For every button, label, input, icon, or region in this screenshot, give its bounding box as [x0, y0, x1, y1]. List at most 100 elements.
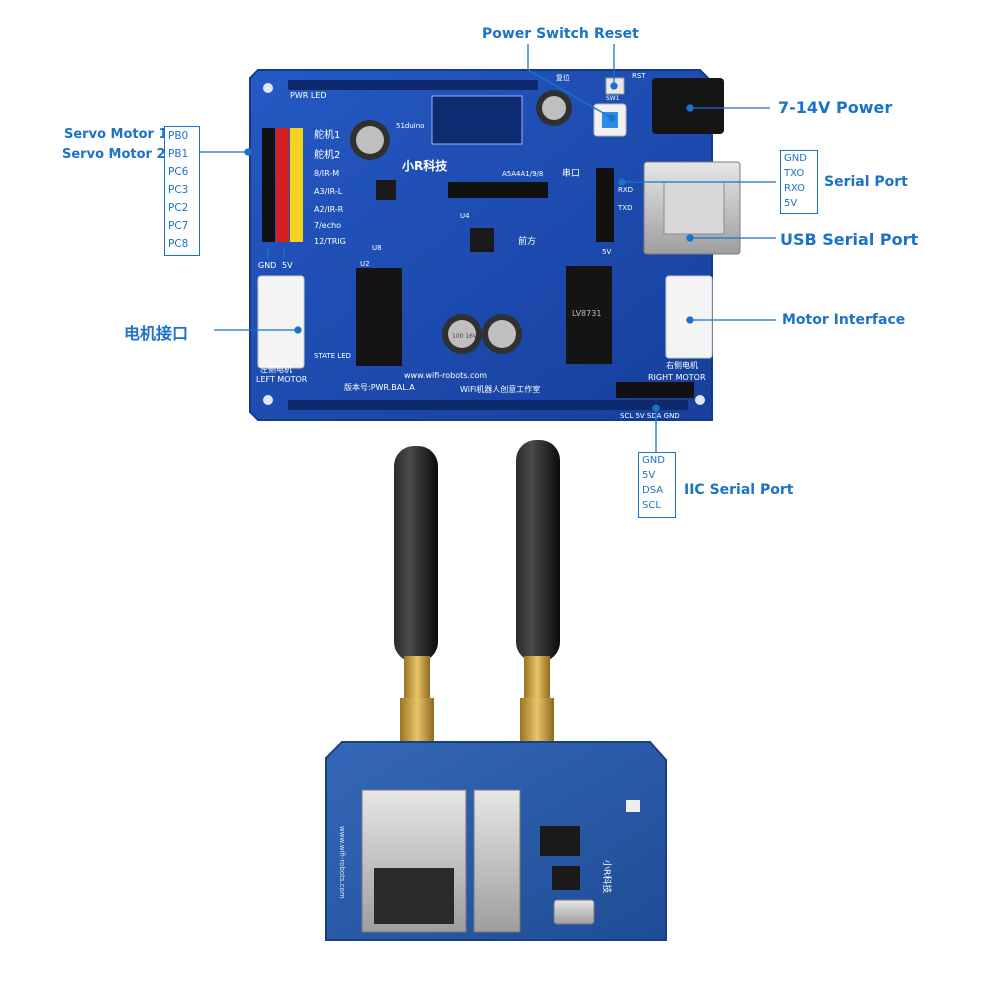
motor-driver-chip-left [356, 268, 402, 366]
silk-reset-cn: 复位 [556, 73, 570, 82]
silk-servo2: 舵机2 [314, 148, 340, 161]
silk-pwr-led: PWR LED [290, 91, 327, 100]
iic-pin: GND [642, 455, 665, 466]
dot-power [686, 104, 694, 112]
router-chip [540, 826, 580, 856]
silk-left-motor-cn: 左侧电机 [260, 364, 292, 374]
silk-5v-serial: 5V [602, 248, 611, 256]
silk-pin-row: A2/IR-R [314, 205, 344, 214]
capacitor-3 [442, 314, 482, 354]
label-power-switch: Power Switch [482, 26, 589, 42]
servo-pin: PC8 [168, 238, 189, 250]
inductor [376, 180, 396, 200]
left-motor-connector [257, 275, 305, 369]
capacitor-4 [482, 314, 522, 354]
silk-iic: SCL 5V SDA GND [620, 412, 680, 420]
iic-pin: DSA [642, 485, 664, 496]
antenna-left [394, 446, 438, 744]
silk-rst: RST [632, 72, 646, 80]
bottom-header-strip [288, 400, 688, 410]
silk-sw1: SW1 [606, 95, 620, 102]
serial-header [596, 168, 614, 242]
silk-u4: U4 [460, 212, 470, 220]
silk-version: 版本号:PWR.BAL.A [344, 382, 415, 392]
silk-pin-row: 12/TRIG [314, 237, 346, 246]
iic-pin: 5V [642, 470, 656, 481]
serial-pin: RXO [784, 183, 806, 194]
silk-serial-cn: 串口 [562, 168, 580, 179]
servo-pin: PC7 [168, 220, 189, 232]
servo-pin: PB1 [168, 148, 189, 160]
silk-brand: 小R科技 [402, 158, 448, 173]
silk-gnd: GND [258, 261, 276, 270]
wifi-router-module: 小R科技 www.wifi-robots.com [325, 440, 667, 941]
iic-header [616, 382, 694, 398]
serial-pin: TXO [784, 168, 805, 179]
silk-pin-row: 7/echo [314, 221, 341, 230]
label-servo-motor-2: Servo Motor 2 [62, 147, 166, 162]
dot-reset [610, 82, 618, 90]
silk-u2: U2 [360, 260, 370, 268]
router-usb-port [473, 789, 521, 933]
servo-pin: PC3 [168, 184, 189, 196]
silk-chip-label: LV8731 [572, 309, 601, 318]
silk-cap-label: 100 16V [452, 333, 478, 340]
iic-pin-list: GND 5V DSA SCL [638, 452, 676, 518]
router-button [626, 800, 640, 812]
dot-usb [686, 234, 694, 242]
label-power: 7-14V Power [778, 98, 893, 117]
servo-pin-grid [431, 95, 523, 145]
dot-motor-connector [294, 326, 302, 334]
label-motor-interface: Motor Interface [782, 312, 906, 328]
dot-serial [618, 178, 626, 186]
dot-power-switch [608, 114, 616, 122]
silk-servo1: 舵机1 [314, 128, 340, 141]
top-header-strip [288, 80, 538, 90]
label-iic-serial-port: IIC Serial Port [684, 482, 794, 498]
silk-pin-row: A3/IR-L [314, 187, 343, 196]
silk-forward: 前方 [518, 235, 536, 247]
serial-pin-list: GND TXO RXO 5V [780, 150, 818, 214]
silk-right-motor-cn: 右侧电机 [666, 360, 698, 370]
servo-pin: PB0 [168, 130, 189, 142]
leader-power-switch-2 [527, 69, 613, 119]
label-servo-motor-1: Servo Motor 1 [64, 127, 168, 142]
analog-header [448, 182, 548, 198]
dot-iic [652, 404, 660, 412]
silk-txd: TXD [617, 204, 632, 212]
silk-5v: 5V [282, 261, 293, 270]
silk-website: www.wifi-robots.com [404, 371, 487, 380]
servo-pin-list: PB0 PB1 PC6 PC3 PC2 PC7 PC8 [164, 126, 200, 256]
servo-header [262, 128, 303, 242]
mcu-chip [470, 228, 494, 252]
servo-pin: PC6 [168, 166, 189, 178]
router-side-text: www.wifi-robots.com [338, 826, 346, 899]
silk-state-led: STATE LED [314, 352, 351, 360]
callout-lines [200, 44, 776, 452]
mount-hole [263, 395, 273, 405]
iic-pin: SCL [642, 500, 661, 511]
silk-logo: 51duino [396, 122, 424, 130]
mount-hole [695, 395, 705, 405]
label-motor-connector: 电机接口 [124, 324, 189, 343]
serial-pin: 5V [784, 198, 798, 209]
dot-servo [244, 148, 252, 156]
router-header [552, 866, 580, 890]
antenna-right [516, 440, 560, 744]
silk-right-motor: RIGHT MOTOR [648, 373, 706, 382]
silk-studio: WiFi机器人创意工作室 [460, 384, 540, 394]
silk-left-motor: LEFT MOTOR [256, 375, 308, 384]
silk-rxd: RXD [618, 186, 633, 194]
mount-hole [263, 83, 273, 93]
label-usb-serial-port: USB Serial Port [780, 230, 919, 249]
silk-analog-header: A5A4A1/9/8 [502, 170, 543, 178]
dot-motor-interface [686, 316, 694, 324]
serial-pin: GND [784, 153, 807, 164]
servo-pin: PC2 [168, 202, 189, 214]
controller-board: PWR LED 51duino 复位 RST SW1 舵机1 舵机2 8/IR-… [249, 69, 741, 421]
silk-u8: U8 [372, 244, 382, 252]
micro-usb-port [553, 899, 595, 925]
silk-pin-row: 8/IR-M [314, 169, 339, 178]
